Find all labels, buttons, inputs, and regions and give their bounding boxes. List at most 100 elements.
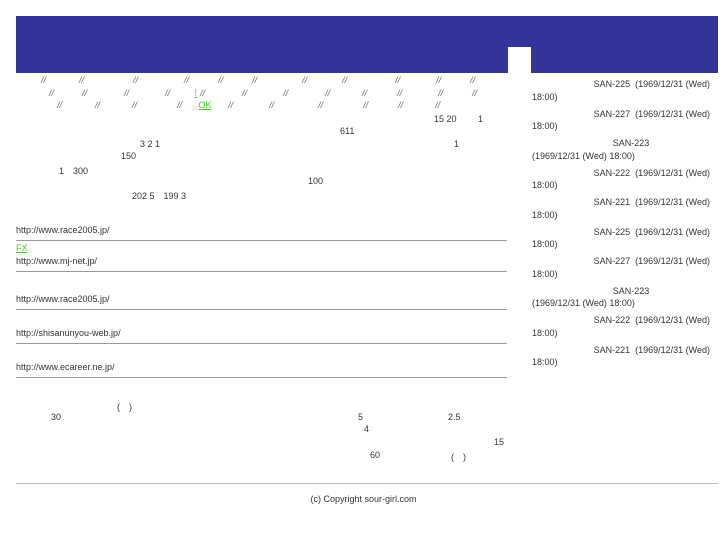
item-code[interactable]: SAN-222: [593, 315, 631, 325]
item-date: (1969/12/31 (Wed) 18:00): [532, 298, 635, 308]
sidebar-item[interactable]: SAN-225 (1969/12/31 (Wed) 18:00): [532, 78, 718, 103]
nav-separator: //: [363, 100, 369, 110]
item-date: (1969/12/31 (Wed): [635, 197, 710, 207]
site-title-link[interactable]: [16, 210, 40, 221]
body-text: 5: [358, 412, 364, 422]
body-text: 1: [478, 114, 484, 124]
nav-separator: //: [397, 87, 403, 98]
body-text: 15: [494, 437, 505, 447]
entry-divider: [16, 343, 507, 344]
site-entry: FX http://www.mj-net.jp/: [16, 243, 507, 272]
nav-separator: //: [79, 75, 85, 85]
body-text: 611: [340, 126, 355, 136]
sidebar-item[interactable]: SAN-225 (1969/12/31 (Wed)18:00): [532, 226, 718, 251]
nav-separator: //: [436, 75, 442, 85]
nav-separator: //: [318, 100, 324, 110]
nav-separator: //: [269, 100, 275, 110]
item-date: (1969/12/31 (Wed): [635, 79, 710, 89]
site-title-link[interactable]: [16, 347, 22, 358]
item-code[interactable]: SAN-225: [593, 79, 631, 89]
item-code[interactable]: SAN-225: [593, 226, 631, 237]
nav-separator: //: [470, 75, 476, 85]
nav-separator: //: [472, 87, 478, 98]
nav-separator: //: [398, 100, 404, 110]
sidebar-item[interactable]: SAN-227 (1969/12/31 (Wed) 18:00): [532, 255, 718, 280]
body-text: 30: [51, 412, 62, 422]
item-time: 18:00): [532, 121, 558, 131]
nav-separator: //: [95, 100, 101, 110]
sidebar-item[interactable]: SAN-222 (1969/12/31 (Wed) 18:00): [532, 314, 718, 339]
nav-separator: //: [132, 100, 138, 110]
footer-copyright: (c) Copyright sour-girl.com: [310, 494, 417, 504]
entry-divider: [16, 377, 507, 378]
site-title-link[interactable]: FX: [16, 243, 28, 253]
nav-separator: //: [438, 87, 444, 98]
nav-separator: //: [362, 87, 368, 98]
item-date: (1969/12/31 (Wed) 18:00): [532, 150, 635, 161]
nav-separator: //: [82, 87, 88, 98]
item-date: (1969/12/31 (Wed): [635, 256, 710, 266]
item-time: 18:00): [532, 357, 558, 367]
sidebar-item[interactable]: SAN-221 (1969/12/31 (Wed) 18:00): [532, 196, 718, 221]
nav-separator: //: [252, 75, 258, 85]
item-date: (1969/12/31 (Wed): [635, 108, 710, 119]
item-code[interactable]: SAN-227: [593, 108, 631, 119]
body-text: 3 2 1: [140, 139, 161, 149]
body-text: 2.5: [448, 412, 461, 422]
site-title-link[interactable]: [16, 313, 27, 324]
body-text: 150: [121, 151, 137, 161]
entry-divider: [16, 271, 507, 272]
nav-link[interactable]: !: [194, 87, 198, 98]
nav-separator: //: [228, 100, 234, 110]
site-url[interactable]: http://shisanunyou-web.jp/: [16, 328, 121, 338]
site-url[interactable]: http://www.mj-net.jp/: [16, 256, 98, 266]
sidebar-item[interactable]: SAN-222 (1969/12/31 (Wed)18:00): [532, 167, 718, 192]
body-text: 202 5 199 3: [132, 191, 187, 201]
nav-separator: //: [395, 75, 401, 85]
site-url[interactable]: http://www.race2005.jp/: [16, 294, 110, 304]
item-code[interactable]: SAN-221: [593, 197, 631, 207]
nav-separator: //: [57, 100, 63, 110]
site-entry: http://www.race2005.jp/: [16, 210, 507, 241]
item-code[interactable]: SAN-223: [612, 285, 650, 296]
body-text: 1 300: [59, 166, 89, 176]
body-text: 1: [454, 139, 460, 149]
sidebar-item[interactable]: SAN-221 (1969/12/31 (Wed)18:00): [532, 344, 718, 369]
nav-separator: //: [124, 87, 130, 98]
sidebar-recent-list: SAN-225 (1969/12/31 (Wed)18:00)SAN-227 (…: [532, 78, 718, 373]
sidebar-item[interactable]: SAN-227 (1969/12/31 (Wed) 18:00): [532, 108, 718, 133]
item-code[interactable]: SAN-221: [593, 344, 631, 355]
nav-separator: //: [177, 100, 183, 110]
item-code[interactable]: SAN-222: [593, 167, 631, 178]
nav-separator: //: [325, 87, 331, 98]
site-entry: http://shisanunyou-web.jp/: [16, 313, 507, 344]
body-text: ( ): [451, 452, 466, 462]
nav-separator: //: [200, 87, 206, 98]
site-url[interactable]: http://www.race2005.jp/: [16, 225, 110, 235]
item-time: 18:00): [532, 91, 558, 102]
item-time: 18:00): [532, 209, 558, 220]
nav-separator: //: [165, 87, 171, 98]
item-code[interactable]: SAN-223: [612, 138, 650, 148]
nav-separator: //: [49, 87, 55, 98]
item-date: (1969/12/31 (Wed): [635, 315, 710, 325]
nav-links: //////////////////////////////!/////////…: [16, 74, 508, 112]
nav-separator: //: [41, 75, 47, 85]
body-text: 100: [308, 176, 324, 186]
nav-link[interactable]: OK: [198, 100, 212, 110]
body-text: ( ): [117, 402, 132, 412]
site-title-link[interactable]: [16, 279, 27, 290]
site-url[interactable]: http://www.ecareer.ne.jp/: [16, 362, 115, 372]
nav-separator: //: [342, 75, 348, 85]
sidebar-item[interactable]: SAN-223 (1969/12/31 (Wed) 18:00): [532, 137, 718, 162]
footer-divider: [16, 483, 718, 484]
sidebar-item[interactable]: SAN-223 (1969/12/31 (Wed) 18:00): [532, 285, 718, 310]
nav-separator: //: [435, 100, 441, 110]
item-code[interactable]: SAN-227: [593, 256, 631, 266]
header-banner: [16, 16, 718, 73]
body-text: 4: [364, 424, 370, 434]
item-time: 18:00): [532, 268, 558, 279]
nav-separator: //: [242, 87, 248, 98]
item-time: 18:00): [532, 327, 558, 338]
